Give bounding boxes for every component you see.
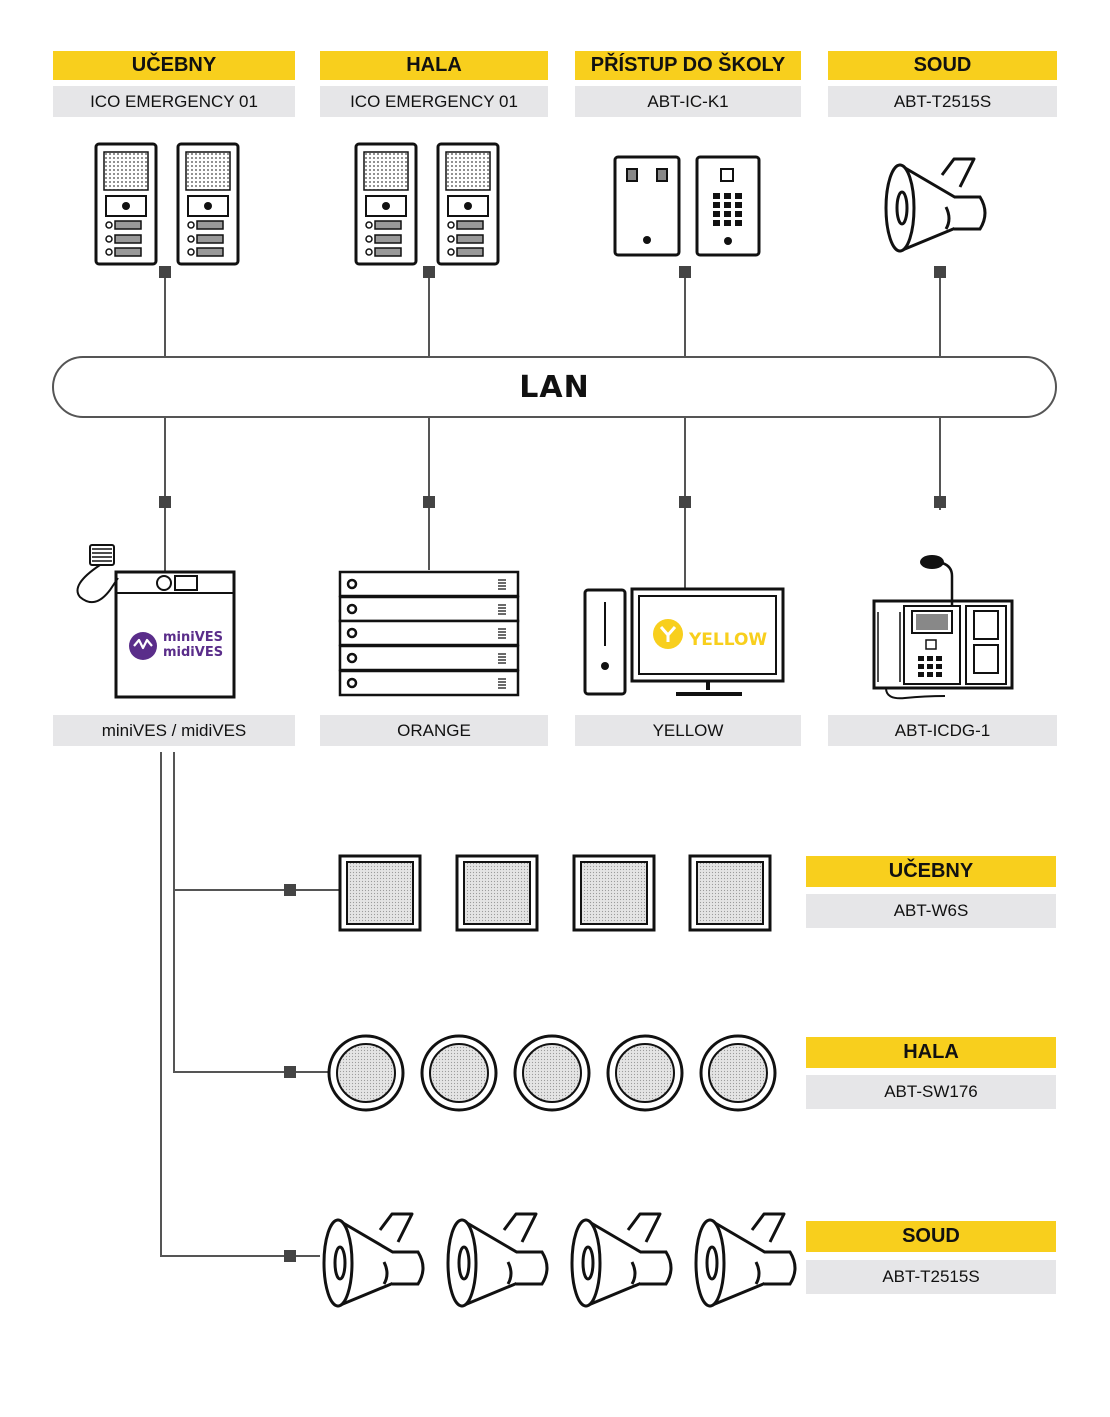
zone-label: UČEBNY xyxy=(806,856,1056,887)
screen-brand-text: YELLOW xyxy=(689,630,768,650)
horn-speaker-icon xyxy=(884,157,987,253)
model-label: ABT-IC-K1 xyxy=(575,86,801,117)
device-label: ABT-ICDG-1 xyxy=(828,715,1057,746)
pc-workstation-icon xyxy=(583,587,785,696)
horn-speaker-icon xyxy=(322,1212,797,1308)
zone-label: HALA xyxy=(806,1037,1056,1068)
round-speaker-icon xyxy=(327,1034,777,1112)
model-label: ABT-T2515S xyxy=(828,86,1057,117)
device-label: ORANGE xyxy=(320,715,548,746)
server-rack-icon xyxy=(338,570,520,697)
zone-label: SOUD xyxy=(828,51,1057,80)
mid-connections xyxy=(164,418,941,588)
access-keypad-icon xyxy=(613,155,761,257)
model-label: ICO EMERGENCY 01 xyxy=(320,86,548,117)
square-speaker-icon xyxy=(338,854,772,932)
ves-unit-icon xyxy=(76,544,236,699)
ves-logo-line1: miniVES xyxy=(163,630,224,645)
lan-bus: LAN xyxy=(52,356,1057,418)
intercom-panel-icon xyxy=(94,142,240,266)
ves-logo-line2: midiVES xyxy=(163,645,224,660)
desk-console-icon xyxy=(872,555,1014,700)
zone-label: UČEBNY xyxy=(53,51,295,80)
bottom-connectors xyxy=(284,884,296,1262)
intercom-panel-icon xyxy=(354,142,500,266)
top-connectors xyxy=(159,266,946,278)
mid-connectors xyxy=(159,496,946,508)
top-connections xyxy=(164,272,941,356)
device-label: YELLOW xyxy=(575,715,801,746)
model-label: ABT-T2515S xyxy=(806,1260,1056,1294)
bottom-connections xyxy=(160,752,340,1257)
zone-label: SOUD xyxy=(806,1221,1056,1252)
model-label: ABT-SW176 xyxy=(806,1075,1056,1109)
model-label: ICO EMERGENCY 01 xyxy=(53,86,295,117)
device-label: miniVES / midiVES xyxy=(53,715,295,746)
zone-label: PŘÍSTUP DO ŠKOLY xyxy=(575,51,801,80)
model-label: ABT-W6S xyxy=(806,894,1056,928)
zone-label: HALA xyxy=(320,51,548,80)
